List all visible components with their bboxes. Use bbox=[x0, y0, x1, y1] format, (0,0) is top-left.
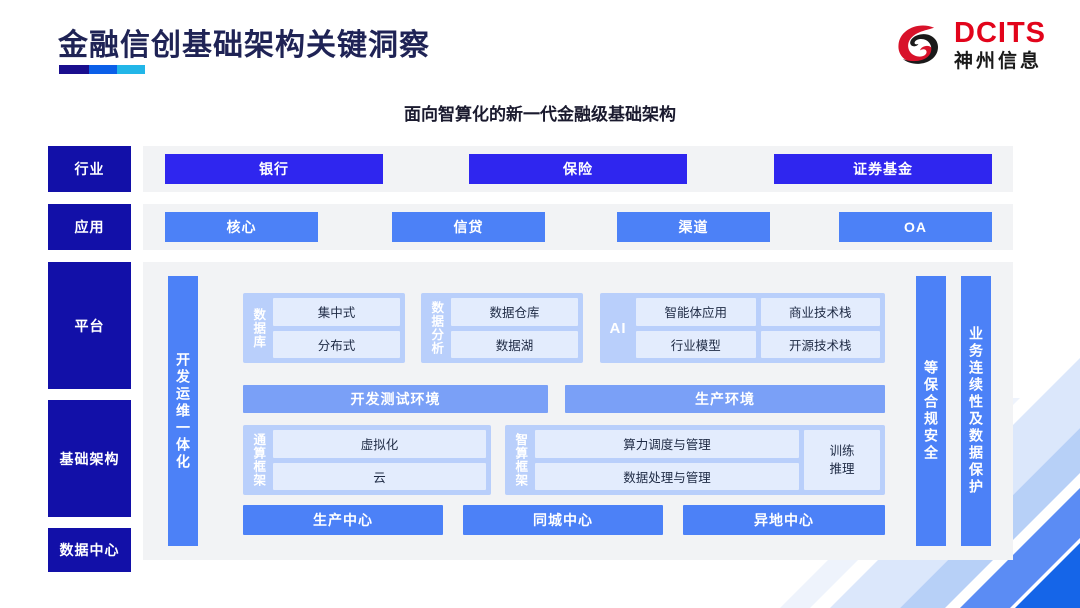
datacenter-remote[interactable]: 异地中心 bbox=[683, 505, 885, 535]
brand-logo: DCITS 神州信息 bbox=[892, 18, 1046, 72]
dcits-swirl-logo-icon bbox=[898, 25, 939, 64]
group-general-compute-framework: 通算框架 虚拟化 云 bbox=[243, 425, 491, 495]
row-label-application: 应用 bbox=[48, 204, 131, 250]
group-row: 行业模型 开源技术栈 bbox=[636, 330, 880, 358]
group-intelligent-compute-framework: 智算框架 算力调度与管理 数据处理与管理 训练 推理 bbox=[505, 425, 885, 495]
group-data-analysis: 数据分析 数据仓库 数据湖 bbox=[421, 293, 583, 363]
sidebar-security-compliance: 等保合规安全 bbox=[916, 276, 946, 546]
cell-database-distributed[interactable]: 分布式 bbox=[273, 330, 400, 358]
cell-industry-model[interactable]: 行业模型 bbox=[636, 330, 756, 358]
group-label-ai: AI bbox=[609, 319, 627, 337]
group-row: 智能体应用 商业技术栈 bbox=[636, 298, 880, 326]
group-row: 数据处理与管理 bbox=[535, 462, 799, 490]
env-dev-test[interactable]: 开发测试环境 bbox=[243, 385, 548, 413]
rule-segment-1 bbox=[59, 65, 89, 74]
group-row: 云 bbox=[273, 462, 486, 490]
logo-text-cn: 神州信息 bbox=[954, 51, 1043, 72]
rule-segment-2 bbox=[89, 65, 117, 74]
logo-text-en: DCITS bbox=[954, 17, 1046, 49]
datacenter-production[interactable]: 生产中心 bbox=[243, 505, 443, 535]
industry-item-banking[interactable]: 银行 bbox=[165, 154, 383, 184]
group-body-database: 集中式 分布式 bbox=[273, 298, 400, 358]
row-label-datacenter: 数据中心 bbox=[48, 528, 131, 572]
page-title: 金融信创基础架构关键洞察 bbox=[58, 29, 430, 62]
cell-cloud[interactable]: 云 bbox=[273, 462, 486, 490]
application-item-oa[interactable]: OA bbox=[839, 212, 992, 242]
application-item-channel[interactable]: 渠道 bbox=[617, 212, 770, 242]
row-label-infrastructure: 基础架构 bbox=[48, 400, 131, 517]
diagram-subtitle: 面向智算化的新一代金融级基础架构 bbox=[404, 105, 676, 124]
row-label-platform: 平台 bbox=[48, 262, 131, 389]
cell-commercial-tech-stack[interactable]: 商业技术栈 bbox=[760, 298, 880, 326]
group-body-intelligent-compute: 算力调度与管理 数据处理与管理 bbox=[535, 430, 799, 490]
cell-data-warehouse[interactable]: 数据仓库 bbox=[451, 298, 578, 326]
group-ai: AI 智能体应用 商业技术栈 行业模型 开源技术栈 bbox=[600, 293, 885, 363]
group-row: 集中式 bbox=[273, 298, 400, 326]
cell-compute-scheduling[interactable]: 算力调度与管理 bbox=[535, 430, 799, 458]
sidebar-business-continuity: 业务连续性及数据保护 bbox=[961, 276, 991, 546]
application-item-core[interactable]: 核心 bbox=[165, 212, 318, 242]
group-label-general-compute: 通算框架 bbox=[251, 433, 266, 487]
group-database: 数据库 集中式 分布式 bbox=[243, 293, 405, 363]
group-body-general-compute: 虚拟化 云 bbox=[273, 430, 486, 490]
title-underline-rule bbox=[59, 65, 145, 74]
sidebar-devops-integration: 开发运维一体化 bbox=[168, 276, 198, 546]
row-label-industry: 行业 bbox=[48, 146, 131, 192]
cell-agent-application[interactable]: 智能体应用 bbox=[636, 298, 756, 326]
group-body-ai: 智能体应用 商业技术栈 行业模型 开源技术栈 bbox=[636, 298, 880, 358]
group-row: 算力调度与管理 bbox=[535, 430, 799, 458]
group-body-data-analysis: 数据仓库 数据湖 bbox=[451, 298, 578, 358]
datacenter-metro[interactable]: 同城中心 bbox=[463, 505, 663, 535]
group-row: 虚拟化 bbox=[273, 430, 486, 458]
cell-virtualization[interactable]: 虚拟化 bbox=[273, 430, 486, 458]
group-row: 数据湖 bbox=[451, 330, 578, 358]
group-row: 数据仓库 bbox=[451, 298, 578, 326]
env-production[interactable]: 生产环境 bbox=[565, 385, 885, 413]
cell-data-processing[interactable]: 数据处理与管理 bbox=[535, 462, 799, 490]
cell-database-centralized[interactable]: 集中式 bbox=[273, 298, 400, 326]
application-item-credit[interactable]: 信贷 bbox=[392, 212, 545, 242]
inference-label: 推理 bbox=[829, 462, 855, 476]
group-row: 分布式 bbox=[273, 330, 400, 358]
cell-training-inference[interactable]: 训练 推理 bbox=[804, 430, 880, 490]
group-label-data-analysis: 数据分析 bbox=[429, 301, 444, 355]
group-label-database: 数据库 bbox=[251, 307, 266, 349]
rule-segment-3 bbox=[117, 65, 145, 74]
cell-opensource-tech-stack[interactable]: 开源技术栈 bbox=[760, 330, 880, 358]
industry-item-insurance[interactable]: 保险 bbox=[469, 154, 687, 184]
cell-data-lake[interactable]: 数据湖 bbox=[451, 330, 578, 358]
group-label-intelligent-compute: 智算框架 bbox=[513, 433, 528, 487]
training-label: 训练 bbox=[829, 443, 855, 458]
industry-item-securities-fund[interactable]: 证券基金 bbox=[774, 154, 992, 184]
